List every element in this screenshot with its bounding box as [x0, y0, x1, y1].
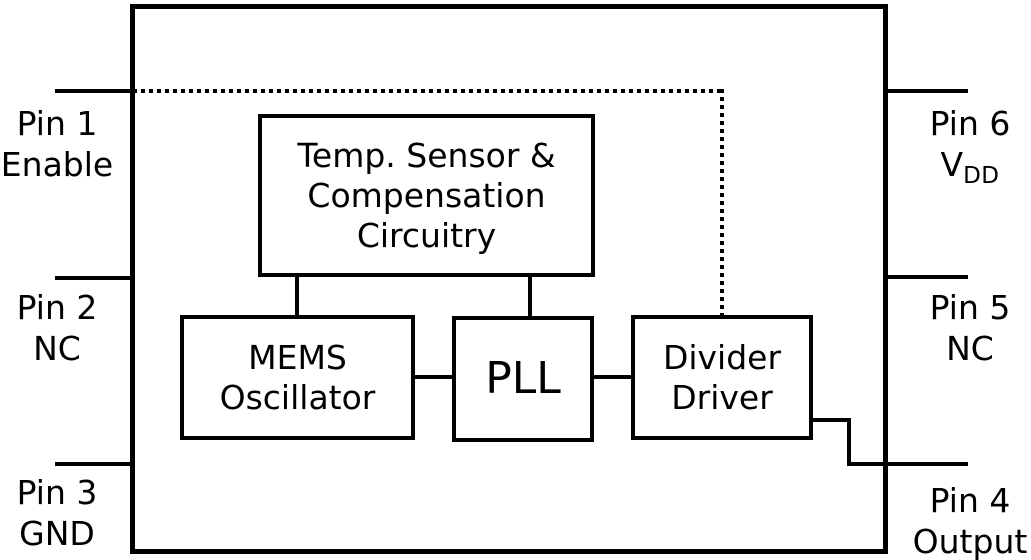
chip-outline [130, 4, 888, 554]
wire-divider-to-output-seg3 [847, 462, 968, 466]
pin-3-stub [55, 462, 133, 466]
pin-2-function: NC [33, 329, 81, 368]
pin-5-label: Pin 5 NC [908, 287, 1031, 369]
pin-6-number: Pin 6 [929, 104, 1011, 143]
block-divider-line1: Divider [662, 337, 782, 377]
pin-4-function: Output [912, 522, 1028, 560]
wire-tempsensor-to-pll [528, 277, 532, 316]
pin-3-number: Pin 3 [16, 473, 98, 512]
block-divider-line2: Driver [671, 377, 773, 417]
pin-5-stub [886, 275, 968, 279]
pin-1-function: Enable [0, 145, 114, 184]
block-mems-oscillator: MEMS Oscillator [180, 315, 415, 440]
block-temp-sensor-line2: Compensation [307, 175, 546, 215]
pin-6-stub [886, 89, 968, 93]
pin-5-number: Pin 5 [929, 288, 1011, 327]
block-mems-line1: MEMS [248, 337, 347, 377]
wire-mems-to-pll [415, 375, 452, 379]
block-pll: PLL [452, 316, 594, 442]
pin-1-label: Pin 1 Enable [0, 103, 114, 185]
block-temp-sensor-line3: Circuitry [356, 215, 497, 255]
block-pll-label: PLL [485, 353, 561, 404]
wire-tempsensor-to-mems [295, 277, 299, 315]
pin-5-function: NC [946, 329, 994, 368]
pin-3-label: Pin 3 GND [0, 472, 114, 554]
pin-2-label: Pin 2 NC [0, 287, 114, 369]
block-mems-line2: Oscillator [219, 377, 376, 417]
wire-divider-to-output-seg1 [809, 418, 851, 422]
block-temp-sensor: Temp. Sensor & Compensation Circuitry [258, 114, 595, 277]
pin-1-number: Pin 1 [16, 104, 98, 143]
pin-6-function-subscript: DD [963, 163, 1000, 189]
wire-divider-to-output-seg2 [847, 418, 851, 466]
pin-2-number: Pin 2 [16, 288, 98, 327]
pin-4-number: Pin 4 [929, 481, 1011, 520]
enable-wire-horizontal [133, 89, 724, 93]
pin-1-stub [55, 89, 133, 93]
pin-6-label: Pin 6 VDD [908, 103, 1031, 197]
pin-2-stub [55, 276, 133, 280]
pin-6-function: VDD [940, 145, 1000, 189]
block-temp-sensor-line1: Temp. Sensor & [297, 135, 556, 175]
wire-pll-to-divider [594, 375, 631, 379]
pin-4-label: Pin 4 Output [908, 480, 1031, 560]
enable-wire-vertical [720, 89, 724, 317]
block-divider-driver: Divider Driver [631, 315, 813, 440]
pin-3-function: GND [19, 514, 95, 553]
